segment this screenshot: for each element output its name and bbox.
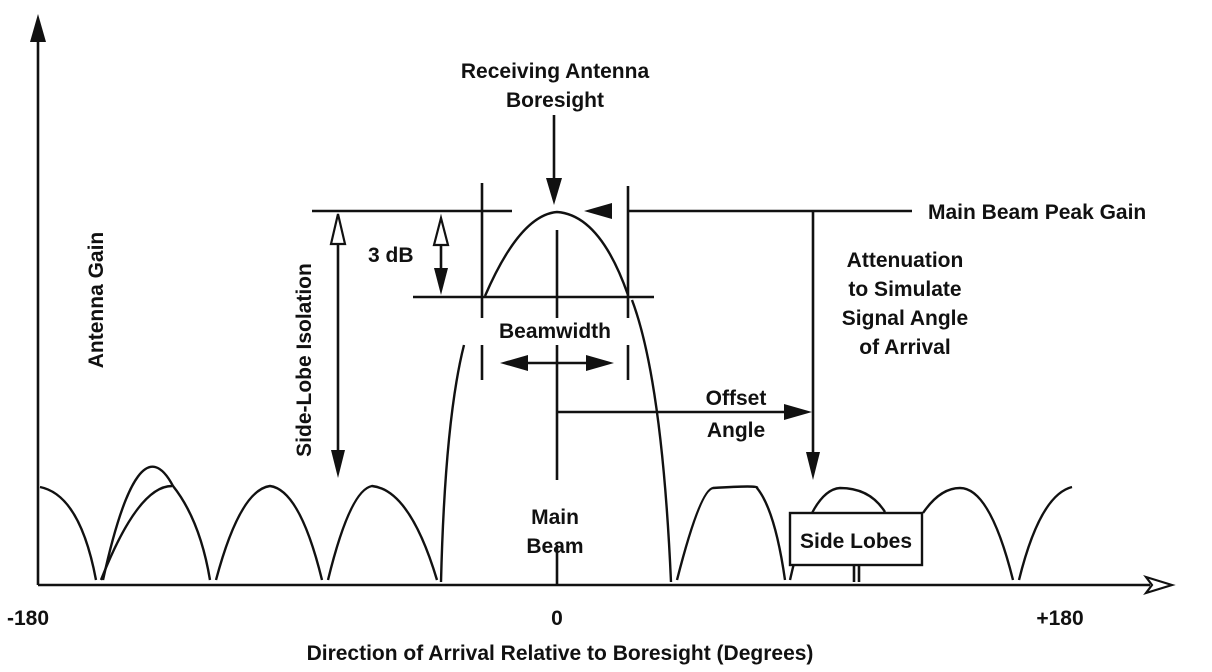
side-lobe	[326, 484, 439, 581]
y-axis-arrowhead-icon	[30, 14, 46, 42]
main-beam-label-line2: Beam	[526, 535, 583, 558]
side-lobes-label: Side Lobes	[800, 530, 912, 553]
main-beam-label-line1: Main	[531, 506, 579, 529]
offset-label-line1: Offset	[706, 387, 767, 410]
x-tick-label: +180	[1036, 607, 1083, 630]
attenuation-label-line1: Attenuation	[847, 249, 964, 272]
side-lobe	[922, 486, 1015, 581]
main-beam-curve	[630, 299, 673, 583]
x-tick-label: -180	[7, 607, 49, 630]
x-axis-label: Direction of Arrival Relative to Boresig…	[307, 642, 814, 665]
side-lobe-isolation-label: Side-Lobe Isolation	[293, 263, 316, 457]
side-lobe	[99, 484, 173, 581]
x-axis-arrowhead-icon	[1143, 574, 1176, 596]
peak-gain-arrowhead-icon	[584, 203, 612, 219]
side-lobe	[214, 484, 324, 581]
offset-label-line2: Angle	[707, 419, 765, 442]
offset-angle-arrowhead-icon	[784, 404, 812, 420]
side-lobe	[101, 465, 212, 581]
side-lobe	[675, 485, 787, 581]
beamwidth-arrowhead-left-icon	[500, 355, 528, 371]
attenuation-label-line2: to Simulate	[848, 278, 961, 301]
side-lobe	[1017, 485, 1073, 581]
side-lobe	[39, 485, 98, 581]
beamwidth-label: Beamwidth	[499, 320, 611, 343]
peak-gain-label: Main Beam Peak Gain	[928, 201, 1146, 224]
boresight-arrowhead-icon	[546, 178, 562, 205]
isolation-arrowhead-down-icon	[331, 450, 345, 478]
attenuation-label-line4: of Arrival	[859, 336, 950, 359]
three-db-arrowhead-up-icon	[432, 213, 450, 247]
three-db-arrowhead-down-icon	[434, 268, 448, 295]
main-beam-curve	[439, 344, 466, 583]
y-axis-label: Antenna Gain	[85, 232, 108, 369]
boresight-label-line2: Boresight	[506, 89, 604, 112]
main-beam-curve	[483, 210, 630, 297]
isolation-arrowhead-up-icon	[329, 213, 347, 246]
boresight-label-line1: Receiving Antenna	[461, 60, 650, 83]
side-lobes-box	[788, 511, 924, 567]
three-db-label: 3 dB	[368, 244, 414, 267]
x-tick-label: 0	[551, 607, 563, 630]
attenuation-arrowhead-icon	[806, 452, 820, 480]
beamwidth-arrowhead-right-icon	[586, 355, 614, 371]
attenuation-label-line3: Signal Angle	[842, 307, 968, 330]
